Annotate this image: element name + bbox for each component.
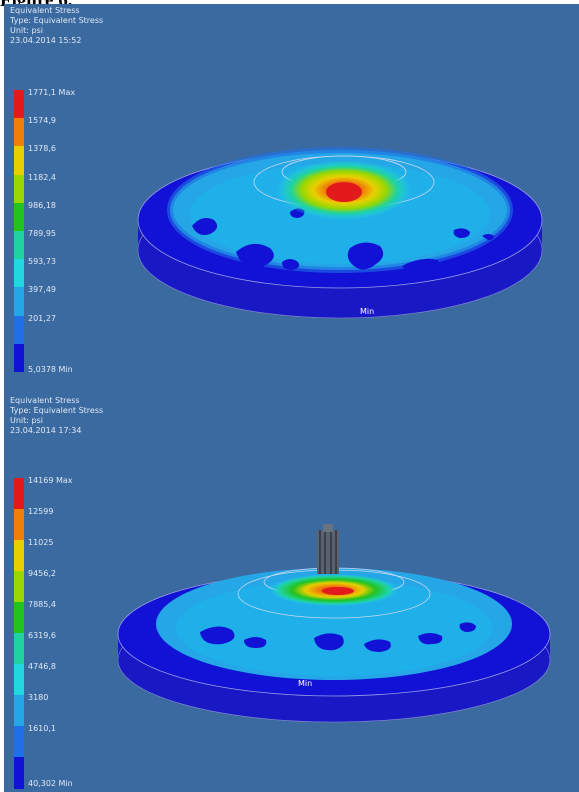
result-1-header: Equivalent Stress Type: Equivalent Stres… <box>10 6 103 46</box>
result-2-legend-swatch <box>14 726 24 758</box>
result-2-legend-min: 40,302 Min <box>28 779 73 788</box>
result-1-legend-swatch <box>14 343 24 373</box>
result-1-legend-swatch <box>14 174 24 204</box>
result-1-model: Min <box>137 147 543 319</box>
result-2-legend-swatch <box>14 664 24 696</box>
result-1-unit: Unit: psi <box>10 26 43 35</box>
result-1-legend-swatch <box>14 202 24 232</box>
result-1-legend-tick: 201,27 <box>28 313 56 323</box>
result-1-date: 23.04.2014 15:52 <box>10 36 82 45</box>
result-2-type: Type: Equivalent Stress <box>10 406 104 415</box>
result-2-name: Equivalent Stress <box>10 396 80 405</box>
result-2-legend-tick: 4746,8 <box>28 662 56 671</box>
result-1-legend-tick: 789,95 <box>28 229 56 238</box>
result-1-legend-swatch <box>14 146 24 176</box>
result-2-legend-tick: 7885,4 <box>28 600 56 609</box>
result-2-legend-swatch <box>14 571 24 603</box>
result-1-legend-min: 5,0378 Min <box>28 365 73 374</box>
result-2-legend-max: 14169 Max <box>28 476 73 485</box>
result-1-legend-swatch <box>14 231 24 260</box>
result-1-legend-max: 1771,1 Max <box>28 88 76 97</box>
fea-results-panel: Equivalent Stress Type: Equivalent Stres… <box>4 4 579 792</box>
result-1-name: Equivalent Stress <box>10 6 80 15</box>
result-1-type: Type: Equivalent Stress <box>10 16 104 25</box>
result-2-header: Equivalent Stress Type: Equivalent Stres… <box>10 396 103 436</box>
result-1-legend-tick: 1378,6 <box>28 144 56 154</box>
result-2-legend-tick: 6319,6 <box>28 631 56 640</box>
result-2-legend-tick: 9456,2 <box>28 569 56 578</box>
result-2-min-marker: Min <box>298 679 312 688</box>
result-1-legend-swatch <box>14 315 24 345</box>
result-2-legend-swatch <box>14 509 24 541</box>
result-2-legend-swatch <box>14 602 24 634</box>
result-1-min-marker: Min <box>360 307 374 316</box>
result-1-legend-swatch <box>14 118 24 147</box>
result-2-legend-swatch <box>14 540 24 572</box>
result-2-legend-swatch <box>14 478 24 510</box>
result-1-legend-tick: 1574,9 <box>28 116 56 126</box>
result-2-legend-tick: 1610,1 <box>28 724 56 733</box>
result-2-legend-swatch <box>14 633 24 665</box>
result-1-legend-swatch <box>14 287 24 317</box>
result-1-legend-tick: 986,18 <box>28 200 56 210</box>
result-2-unit: Unit: psi <box>10 416 43 425</box>
result-2-legend-swatch <box>14 757 24 789</box>
result-1-legend-tick: 593,73 <box>28 257 56 267</box>
result-2-legend-swatch <box>14 695 24 727</box>
result-2-legend-tick: 12599 <box>28 507 54 516</box>
result-2-legend-tick: 3180 <box>28 693 49 702</box>
result-2-model: Min <box>117 524 551 723</box>
result-2-legend-tick: 11025 <box>28 538 54 547</box>
result-2-date: 23.04.2014 17:34 <box>10 426 82 435</box>
result-1-legend-swatch <box>14 90 24 119</box>
result-1-legend-tick: 397,49 <box>28 285 56 295</box>
result-2-color-legend <box>14 478 24 789</box>
fea-model-viewport: Min <box>117 147 551 723</box>
result-1-legend-swatch <box>14 259 24 288</box>
result-2-load-pin <box>317 524 339 574</box>
result-1-color-legend <box>14 90 24 373</box>
result-1-legend-tick: 1182,4 <box>28 172 56 182</box>
